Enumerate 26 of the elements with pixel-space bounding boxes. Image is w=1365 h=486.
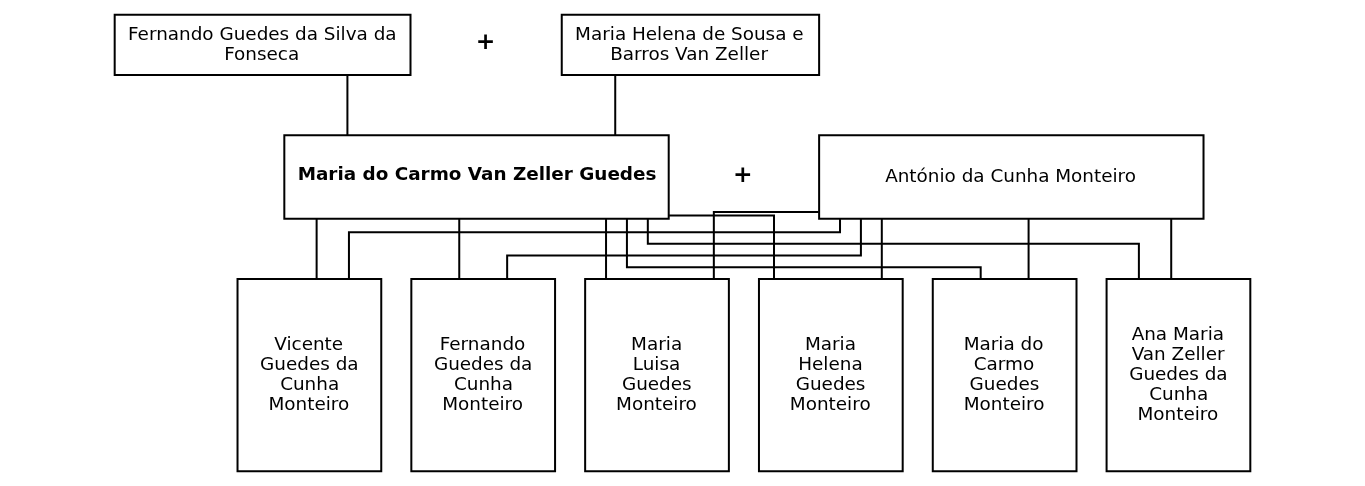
connector xyxy=(669,214,775,279)
connector xyxy=(712,211,819,279)
connector xyxy=(1027,219,1030,279)
connector xyxy=(880,219,883,279)
connector xyxy=(506,219,862,279)
connector xyxy=(625,218,982,279)
node-box: Maria Luisa Guedes Monteiro xyxy=(584,277,730,473)
node-box: António da Cunha Monteiro xyxy=(818,134,1205,220)
connector xyxy=(315,219,318,279)
node-box: Fernando Guedes da Cunha Monteiro xyxy=(410,277,557,473)
label: + xyxy=(733,159,753,188)
connector xyxy=(605,219,608,279)
node-box: Maria Helena Guedes Monteiro xyxy=(757,277,904,473)
connector xyxy=(347,218,842,279)
connector xyxy=(346,75,349,136)
node-box: Vicente Guedes da Cunha Monteiro xyxy=(236,277,383,473)
node-box: Maria Helena de Sousa e Barros Van Zeller xyxy=(560,13,821,77)
connector xyxy=(458,219,461,279)
node-box: Fernando Guedes da Silva da Fonseca xyxy=(113,13,412,77)
connector xyxy=(1170,219,1173,279)
node-box: Maria do Carmo Guedes Monteiro xyxy=(931,277,1078,473)
connector xyxy=(614,75,617,136)
connector xyxy=(646,218,1140,279)
node-box: Maria do Carmo Van Zeller Guedes xyxy=(283,134,670,220)
node-box: Ana Maria Van Zeller Guedes da Cunha Monteiro xyxy=(1105,277,1252,473)
label: + xyxy=(475,27,496,56)
